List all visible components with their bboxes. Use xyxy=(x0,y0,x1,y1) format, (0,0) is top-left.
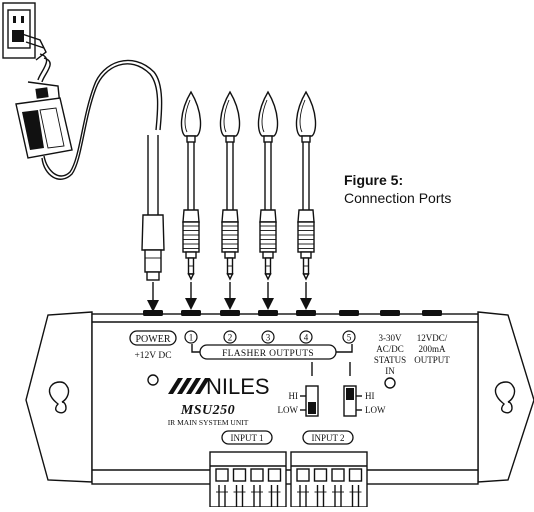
input-1-terminal-block[interactable] xyxy=(209,451,287,508)
flasher-output-port-5[interactable] xyxy=(339,310,359,316)
svg-text:200mA: 200mA xyxy=(419,344,447,354)
terminal-screw[interactable] xyxy=(313,468,328,482)
flasher-output-number-3: 3 xyxy=(261,330,275,344)
figure-label: Figure 5: xyxy=(344,172,403,188)
svg-text:AC/DC: AC/DC xyxy=(376,344,404,354)
flasher-output-numbers: 1 2 3 4 5 xyxy=(184,330,356,344)
ir-flasher-3 xyxy=(257,90,279,281)
power-plug xyxy=(21,33,51,83)
svg-text:2: 2 xyxy=(228,333,233,343)
flasher-output-port-1[interactable] xyxy=(181,310,201,316)
plug-arrow-2 xyxy=(224,282,236,310)
power-arrow xyxy=(147,282,159,312)
input-2-terminal-block[interactable] xyxy=(290,451,368,508)
power-led xyxy=(147,374,159,386)
flasher-outputs-label: FLASHER OUTPUTS xyxy=(222,349,314,359)
svg-text:12VDC/: 12VDC/ xyxy=(417,333,448,343)
input-2-label: INPUT 2 xyxy=(302,430,354,445)
power-port[interactable] xyxy=(143,310,163,316)
flasher-outputs-bracket: FLASHER OUTPUTS xyxy=(191,344,353,360)
dc-output-label: 12VDC/ 200mA OUTPUT xyxy=(414,333,450,365)
svg-text:IN: IN xyxy=(385,366,395,376)
model-name: MSU250 xyxy=(180,403,235,418)
power-cable xyxy=(141,135,165,281)
input-1-label: INPUT 1 xyxy=(221,430,273,445)
power-label: POWER xyxy=(129,330,177,346)
flasher-output-number-5: 5 xyxy=(342,330,356,344)
svg-text:HI: HI xyxy=(365,391,375,401)
terminal-screw[interactable] xyxy=(215,468,229,482)
gain-switch-4[interactable]: HI LOW xyxy=(278,362,319,417)
figure-caption: Connection Ports xyxy=(344,190,451,206)
terminal-screw[interactable] xyxy=(267,468,282,482)
flasher-output-number-2: 2 xyxy=(223,330,237,344)
mounting-ear-left xyxy=(25,311,93,483)
terminal-screw[interactable] xyxy=(296,468,310,482)
svg-text:POWER: POWER xyxy=(136,334,171,345)
plug-arrow-1 xyxy=(185,282,197,310)
svg-text:LOW: LOW xyxy=(278,405,299,415)
svg-text:INPUT 2: INPUT 2 xyxy=(311,433,344,443)
brand-name: NILES xyxy=(206,374,270,399)
svg-text:3: 3 xyxy=(266,333,271,343)
mounting-ear-right xyxy=(477,311,534,483)
niles-logo: NILES xyxy=(168,374,270,399)
status-in-label: 3-30V AC/DC STATUS IN xyxy=(374,333,406,376)
flasher-output-number-1: 1 xyxy=(184,330,198,344)
flasher-output-port-4[interactable] xyxy=(296,310,316,316)
flasher-output-port-3[interactable] xyxy=(258,310,278,316)
svg-text:INPUT 1: INPUT 1 xyxy=(230,433,263,443)
flasher-output-number-4: 4 xyxy=(299,330,313,344)
ir-flasher-4 xyxy=(295,90,317,281)
terminal-screw[interactable] xyxy=(250,468,264,482)
model-subtitle: IR MAIN SYSTEM UNIT xyxy=(168,418,249,427)
svg-text:HI: HI xyxy=(289,391,299,401)
plug-arrow-3 xyxy=(262,282,274,310)
power-voltage-label: +12V DC xyxy=(134,351,171,361)
wall-outlet xyxy=(2,2,36,59)
svg-text:5: 5 xyxy=(347,333,352,343)
ir-flasher-2 xyxy=(219,90,241,281)
svg-text:1: 1 xyxy=(189,333,194,343)
power-adapter xyxy=(15,59,163,180)
svg-text:3-30V: 3-30V xyxy=(379,333,402,343)
dc-output-port[interactable] xyxy=(422,310,442,316)
terminal-screw[interactable] xyxy=(331,468,345,482)
terminal-screw[interactable] xyxy=(232,468,247,482)
niles-logo-mark xyxy=(168,378,210,394)
terminal-screw[interactable] xyxy=(348,468,363,482)
flasher-output-port-2[interactable] xyxy=(220,310,240,316)
status-in-port[interactable] xyxy=(380,310,400,316)
plug-arrow-4 xyxy=(300,282,312,310)
svg-text:4: 4 xyxy=(304,333,309,343)
svg-text:LOW: LOW xyxy=(365,405,386,415)
top-ports xyxy=(143,310,442,316)
svg-text:STATUS: STATUS xyxy=(374,355,406,365)
ir-flashers xyxy=(180,90,317,310)
ir-flasher-1 xyxy=(180,90,202,281)
svg-text:OUTPUT: OUTPUT xyxy=(414,355,450,365)
gain-switch-5[interactable]: HI LOW xyxy=(343,362,386,417)
status-in-led xyxy=(384,377,396,389)
